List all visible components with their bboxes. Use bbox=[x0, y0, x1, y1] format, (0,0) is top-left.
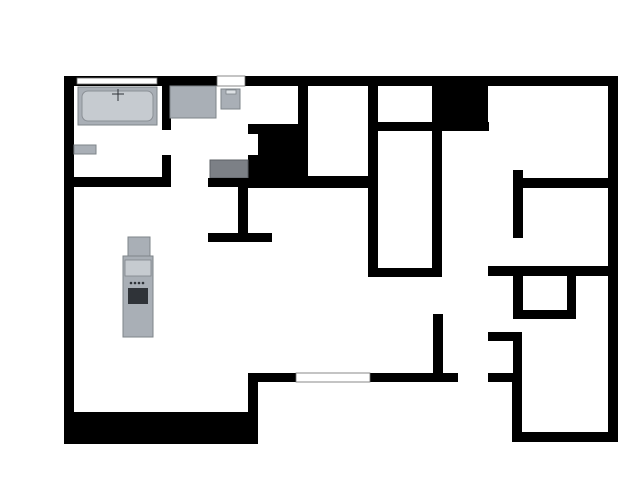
floor-top-mid-room bbox=[378, 86, 432, 122]
wall-hall-stub-1 bbox=[248, 155, 258, 188]
floor-center-room bbox=[378, 131, 432, 268]
wall-right-room-2-left bbox=[513, 266, 523, 319]
counter-foot bbox=[208, 233, 272, 242]
wall-closet-2-right bbox=[368, 86, 378, 130]
wall-right-room-2-top bbox=[488, 266, 608, 276]
range-knob-1 bbox=[129, 281, 133, 285]
wall-center-left bbox=[368, 155, 378, 277]
wall-right-room-2-bottom bbox=[513, 310, 576, 319]
cooktop-range bbox=[122, 236, 154, 338]
counter-cap bbox=[208, 178, 256, 187]
wall-bath-top-right bbox=[162, 86, 171, 130]
wall-center-top bbox=[368, 122, 489, 131]
counter-top bbox=[209, 159, 249, 179]
wall-right-bottom bbox=[512, 432, 618, 442]
range-panel bbox=[128, 288, 148, 304]
wall-center-bottom bbox=[368, 268, 442, 277]
counter bbox=[208, 159, 272, 242]
window-entry-top bbox=[216, 75, 246, 87]
floor-closet-1 bbox=[258, 86, 298, 124]
window-bath-top bbox=[76, 77, 158, 85]
wall-closet-1-right bbox=[298, 86, 308, 128]
range-knob-4 bbox=[141, 281, 145, 285]
wall-hall-top bbox=[248, 178, 376, 188]
wall-right-room-3-top bbox=[488, 332, 522, 341]
fixtures bbox=[73, 85, 272, 338]
wall-right-room-2-right bbox=[567, 266, 576, 319]
wall-lower-left-step bbox=[248, 373, 258, 422]
wall-bath-right bbox=[162, 155, 171, 187]
vanity-counter bbox=[169, 85, 217, 119]
wall-closet-1-bottom bbox=[248, 124, 258, 134]
towel-rail bbox=[73, 144, 97, 155]
wall-right-outer bbox=[608, 76, 618, 442]
wall-lower-left-cap bbox=[64, 412, 258, 422]
range-knob-3 bbox=[137, 281, 141, 285]
windows bbox=[76, 75, 371, 383]
floor-right-room-2 bbox=[523, 276, 567, 310]
exterior-lower-right bbox=[618, 0, 640, 480]
window-front bbox=[295, 372, 371, 383]
bathtub bbox=[77, 86, 158, 126]
walls bbox=[64, 0, 640, 480]
exterior-lower-left bbox=[258, 382, 618, 480]
floor-left-wing bbox=[74, 86, 248, 412]
wall-hall-stub-2 bbox=[298, 155, 308, 188]
counter-stem bbox=[238, 178, 248, 236]
wall-top-mid-right bbox=[432, 86, 442, 126]
floor-closet-2 bbox=[308, 86, 368, 176]
wall-right-room-1-stub bbox=[513, 170, 523, 238]
toilet bbox=[220, 88, 241, 110]
wall-front-divider bbox=[433, 314, 443, 382]
wall-center-right bbox=[432, 128, 442, 277]
toilet-tank bbox=[225, 89, 237, 95]
wall-bath-bottom bbox=[74, 177, 170, 187]
wall-right-room-3-stub bbox=[488, 373, 522, 382]
range-knob-2 bbox=[133, 281, 137, 285]
wall-right-room-1-bottom bbox=[513, 178, 608, 188]
range-top bbox=[124, 259, 152, 277]
